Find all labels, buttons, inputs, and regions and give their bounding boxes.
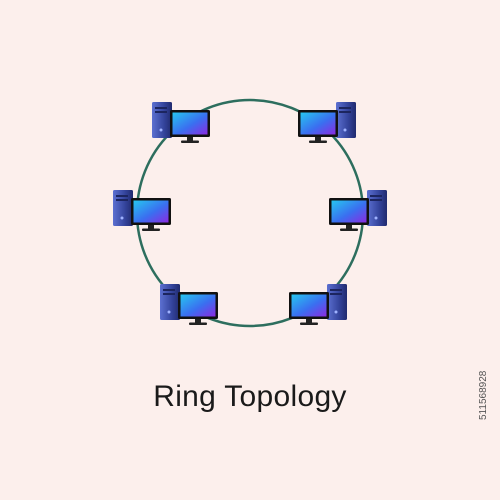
computer-middle-left xyxy=(113,190,171,231)
computer-bottom-left xyxy=(160,284,218,325)
desktop-tower-icon xyxy=(298,102,356,143)
computer-top-right xyxy=(298,102,356,143)
desktop-tower-icon xyxy=(113,190,171,231)
desktop-tower-icon xyxy=(289,284,347,325)
desktop-tower-icon xyxy=(329,190,387,231)
computer-bottom-right xyxy=(289,284,347,325)
desktop-tower-icon xyxy=(152,102,210,143)
diagram-title: Ring Topology xyxy=(153,380,347,413)
desktop-tower-icon xyxy=(160,284,218,325)
computer-middle-right xyxy=(329,190,387,231)
side-id-label: 511568928 xyxy=(478,370,489,420)
computer-top-left xyxy=(152,102,210,143)
